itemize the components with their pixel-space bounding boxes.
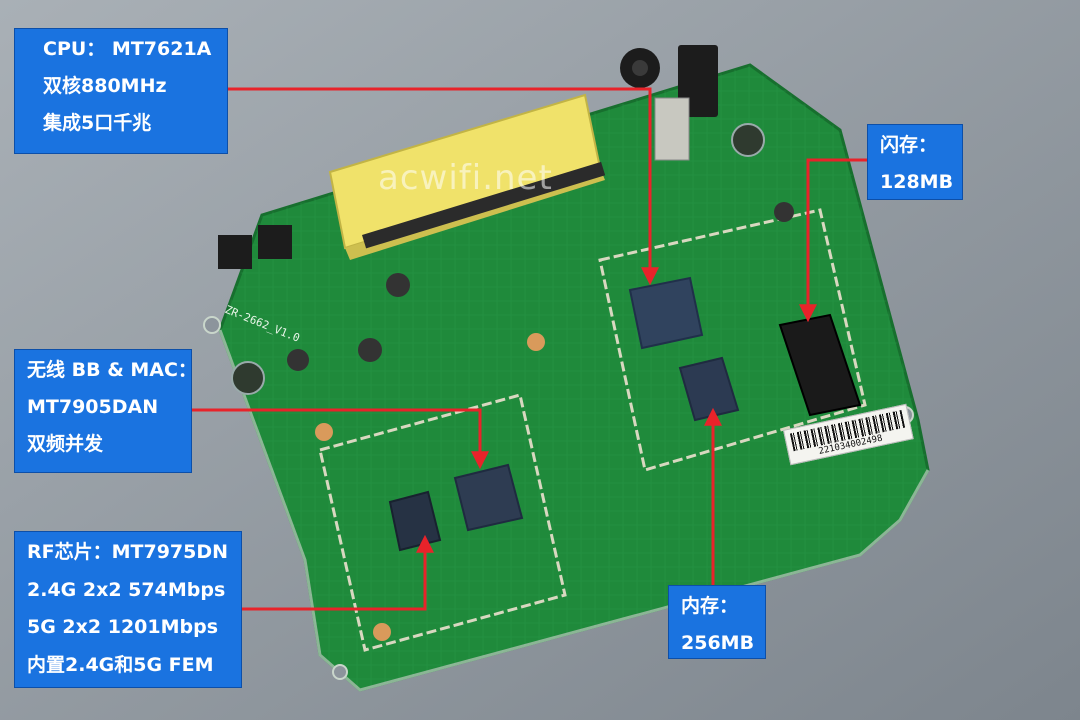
callout-wifi-line-3: 双频并发 xyxy=(27,433,104,455)
callout-ram: 内存： 256MB xyxy=(668,585,766,659)
power-switch xyxy=(654,97,690,161)
inductor xyxy=(287,349,309,371)
button-right xyxy=(258,225,292,259)
button-left xyxy=(218,235,252,269)
mounting-hole xyxy=(203,316,221,334)
ethernet-pin-row xyxy=(362,161,606,249)
callout-rf-line-3: 5G 2x2 1201Mbps xyxy=(27,616,219,638)
arrow-rf xyxy=(242,534,434,611)
callout-rf: RF芯片：MT7975DN 2.4G 2x2 574Mbps 5G 2x2 12… xyxy=(14,531,242,688)
mounting-hole xyxy=(332,664,348,680)
callout-wifi-line-1: 无线 BB & MAC： xyxy=(27,359,197,381)
callout-flash: 闪存： 128MB xyxy=(867,124,963,200)
callout-wifi-bb-mac: 无线 BB & MAC： MT7905DAN 双频并发 xyxy=(14,349,197,473)
callout-cpu-line-1: CPU： MT7621A xyxy=(43,38,212,60)
soc-shield-frame xyxy=(598,208,867,472)
arrow-cpu xyxy=(228,87,659,286)
capacitor xyxy=(731,123,765,157)
cpu-chip-mt7621a xyxy=(628,276,704,350)
watermark: acwifi.net xyxy=(378,158,553,198)
capacitor xyxy=(231,361,265,395)
inductor xyxy=(386,273,410,297)
inductor xyxy=(774,202,794,222)
rf-shield-frame xyxy=(318,393,567,652)
inductor xyxy=(358,338,382,362)
callout-ram-line-2: 256MB xyxy=(681,632,755,654)
callout-rf-line-1: RF芯片：MT7975DN xyxy=(27,541,229,563)
arrow-flash xyxy=(799,158,867,323)
callout-ram-line-1: 内存： xyxy=(681,595,739,617)
callout-flash-line-2: 128MB xyxy=(880,171,954,193)
callout-cpu-line-3: 集成5口千兆 xyxy=(43,112,152,134)
callout-cpu-line-2: 双核880MHz xyxy=(43,75,167,97)
callout-rf-line-4: 内置2.4G和5G FEM xyxy=(27,653,214,676)
callout-flash-line-1: 闪存： xyxy=(880,134,938,156)
callout-cpu: CPU： MT7621A 双核880MHz 集成5口千兆 xyxy=(14,28,228,154)
arrow-wifi xyxy=(192,408,489,470)
callout-wifi-line-2: MT7905DAN xyxy=(27,396,159,418)
callout-rf-line-2: 2.4G 2x2 574Mbps xyxy=(27,578,226,601)
ram-chip xyxy=(678,356,740,422)
wifi-bb-chip-mt7905dan xyxy=(453,463,524,532)
